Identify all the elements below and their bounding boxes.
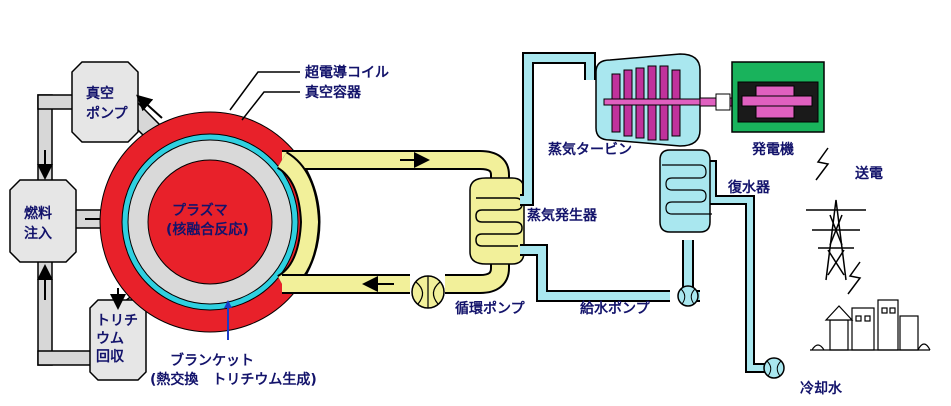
tritium-recovery-label-3: 回収	[96, 348, 125, 365]
steam-turbine-label: 蒸気タービン	[548, 141, 632, 158]
steam-turbine	[595, 53, 715, 147]
fuel-injection-label-2: 注入	[24, 225, 52, 242]
fuel-injection-label-1: 燃料	[24, 205, 52, 222]
primary-loop-arrows	[362, 152, 430, 292]
tritium-recovery-box: トリチ ウム 回収	[89, 299, 147, 381]
vacuum-vessel-label: 真空容器	[305, 84, 362, 101]
city-icon	[810, 299, 931, 351]
primary-coolant-loop	[276, 150, 510, 294]
blanket-label-1: ブランケット	[170, 352, 254, 369]
power-transmission-label: 送電	[854, 165, 883, 182]
condenser-label: 復水器	[727, 179, 771, 196]
circulation-pump	[411, 275, 445, 309]
feedwater-pump	[677, 285, 699, 307]
coil-vessel-pointers	[229, 71, 300, 121]
circulation-pump-label: 循環ポンプ	[455, 300, 526, 317]
steam-generator	[469, 177, 525, 265]
lightning-bolts	[815, 147, 862, 295]
plasma-label-2: (核融合反応)	[166, 221, 249, 238]
vacuum-pump-label-2: ポンプ	[86, 105, 129, 122]
generator	[731, 61, 825, 133]
cooling-water-pump	[763, 357, 785, 379]
blanket-label-2: (熱交換 トリチウム生成)	[150, 371, 317, 388]
fusion-reactor	[99, 111, 321, 333]
turbine-shaft	[699, 93, 745, 111]
transmission-tower-icon	[806, 199, 866, 281]
superconducting-coil-label: 超電導コイル	[304, 64, 389, 81]
condenser	[659, 149, 712, 233]
vacuum-pump-box: 真空 ポンプ	[71, 61, 139, 143]
feedwater-pump-label: 給水ポンプ	[580, 300, 651, 317]
fuel-injection-box: 燃料 注入	[9, 179, 77, 263]
tritium-recovery-label-1: トリチ	[96, 313, 138, 329]
blanket-pointer	[224, 300, 232, 340]
generator-label: 発電機	[751, 141, 794, 158]
plasma-label-1: プラズマ	[172, 202, 228, 219]
vacuum-pump-label-1: 真空	[86, 85, 114, 102]
tritium-recovery-label-2: ウム	[96, 331, 124, 347]
plasma-label: プラズマ (核融合反応)	[166, 202, 249, 238]
steam-generator-label: 蒸気発生器	[527, 207, 598, 224]
cooling-water-label: 冷却水	[800, 380, 843, 397]
